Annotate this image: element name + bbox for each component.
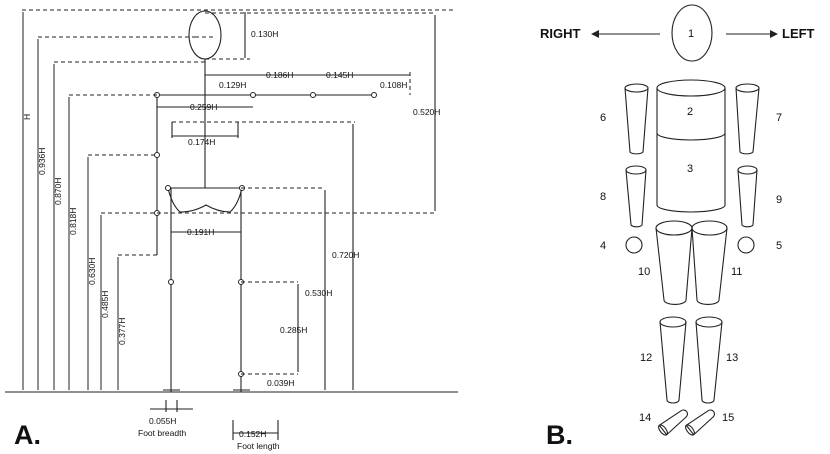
panel-b-diagram: RIGHT LEFT 1 2 3 6 7 8 9 4 5	[540, 4, 815, 450]
chin-height-label: 0.870H	[53, 178, 63, 205]
segment-label-6: 6	[600, 112, 606, 124]
hip-height-label: 0.720H	[332, 250, 359, 260]
pelvis-shape	[167, 187, 243, 213]
finger-height-label: 0.377H	[117, 318, 127, 345]
segment-label-7: 7	[776, 112, 782, 124]
right-arrow-icon	[591, 30, 599, 38]
lower-leg-label: 0.285H	[280, 325, 307, 335]
height-arrows	[22, 12, 119, 390]
chest-width-label: 0.174H	[188, 137, 215, 147]
head-ellipse	[188, 10, 222, 60]
elbow-height-label: 0.630H	[87, 258, 97, 285]
segment-left-shank	[695, 321, 723, 404]
hip-width-label: 0.191H	[187, 227, 214, 237]
hand-label: 0.108H	[380, 80, 407, 90]
left-direction-label: LEFT	[782, 26, 815, 41]
upper-arm-label-1: 0.129H	[219, 80, 246, 90]
segment-head	[671, 4, 713, 62]
segment-right-hand	[625, 236, 643, 254]
panel-b-label: B.	[546, 420, 573, 450]
shoulder-width-label: 0.259H	[190, 102, 217, 112]
wrist-height-label: 0.485H	[100, 291, 110, 318]
panel-a-diagram: H 0.936H 0.870H 0.818H 0.630H 0.485H 0.3…	[5, 9, 458, 451]
segment-label-11: 11	[731, 266, 742, 278]
segment-right-shank	[659, 321, 687, 404]
head-height-label: 0.130H	[251, 29, 278, 39]
segment-label-2: 2	[687, 106, 693, 118]
foot-breadth-value: 0.055H	[149, 416, 176, 426]
knee-height-label: 0.530H	[305, 288, 332, 298]
segment-label-3: 3	[687, 163, 693, 175]
segment-label-8: 8	[600, 191, 606, 203]
segment-label-9: 9	[776, 194, 782, 206]
segment-torso	[656, 88, 726, 213]
eye-height-label: 0.936H	[37, 148, 47, 175]
segment-label-1: 1	[688, 28, 694, 40]
foot-length-label: Foot length	[237, 441, 280, 451]
segment-left-foot	[685, 409, 716, 436]
segment-right-forearm	[625, 169, 647, 228]
right-direction-label: RIGHT	[540, 26, 581, 41]
shoulder-height-label: 0.818H	[68, 208, 78, 235]
segment-right-foot	[658, 409, 689, 436]
segment-left-upper-arm	[735, 87, 760, 155]
segment-right-upper-arm	[624, 87, 649, 155]
left-arrow-icon	[770, 30, 778, 38]
segment-label-10: 10	[638, 266, 650, 278]
segment-label-5: 5	[776, 240, 782, 252]
segment-label-15: 15	[722, 412, 734, 424]
foot-breadth-label: Foot breadth	[138, 428, 186, 438]
shoulder-to-wrist-label: 0.520H	[413, 107, 440, 117]
segment-right-thigh	[655, 227, 693, 305]
upper-arm-label-2: 0.186H	[266, 70, 293, 80]
forearm-label: 0.145H	[326, 70, 353, 80]
ankle-height-label: 0.039H	[267, 378, 294, 388]
segment-label-12: 12	[640, 352, 652, 364]
segment-left-thigh	[691, 227, 728, 305]
foot-length-value: 0.152H	[239, 429, 266, 439]
segment-left-hand	[737, 236, 755, 254]
segment-label-4: 4	[600, 240, 606, 252]
segment-left-forearm	[737, 169, 758, 228]
height-label: H	[22, 114, 32, 120]
segment-label-14: 14	[639, 412, 651, 424]
panel-a-label: A.	[14, 420, 41, 450]
height-level-lines	[38, 36, 205, 256]
segment-label-13: 13	[726, 352, 738, 364]
